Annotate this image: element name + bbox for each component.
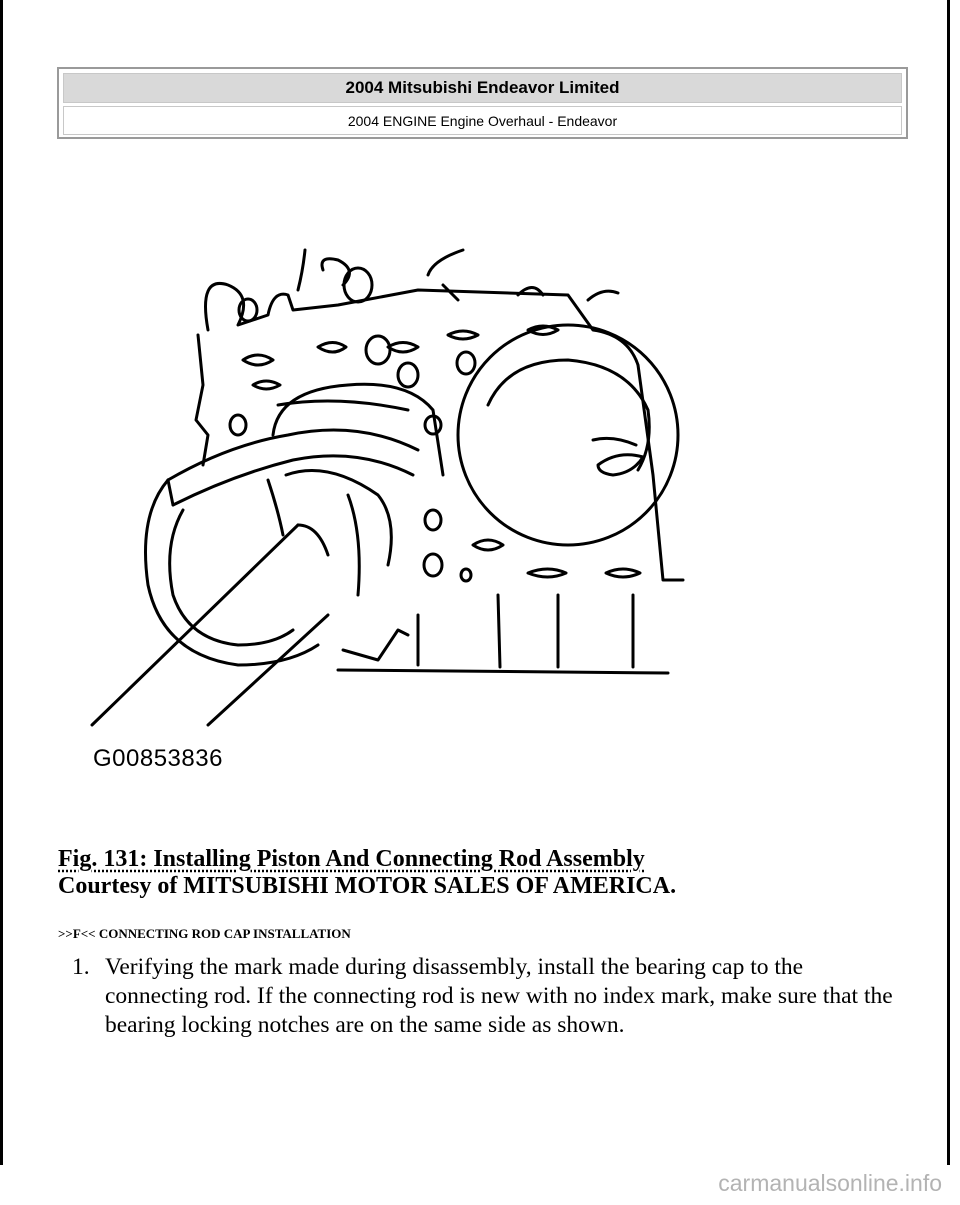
page-border-left (0, 0, 3, 1165)
page-border-right (947, 0, 950, 1165)
document-title: 2004 Mitsubishi Endeavor Limited (63, 73, 902, 103)
watermark: carmanualsonline.info (718, 1170, 942, 1196)
section-heading: >>F<< CONNECTING ROD CAP INSTALLATION (58, 926, 351, 941)
document-subtitle: 2004 ENGINE Engine Overhaul - Endeavor (63, 106, 902, 135)
step-text: Verifying the mark made during disassemb… (105, 954, 893, 1038)
document-header: 2004 Mitsubishi Endeavor Limited 2004 EN… (57, 67, 908, 139)
step-number: 1. (72, 954, 90, 980)
piston-installation-illustration (90, 248, 685, 727)
figure-caption[interactable]: Fig. 131: Installing Piston And Connecti… (58, 846, 645, 872)
figure-code: G00853836 (93, 745, 223, 772)
figure-credit: Courtesy of MITSUBISHI MOTOR SALES OF AM… (58, 873, 677, 899)
